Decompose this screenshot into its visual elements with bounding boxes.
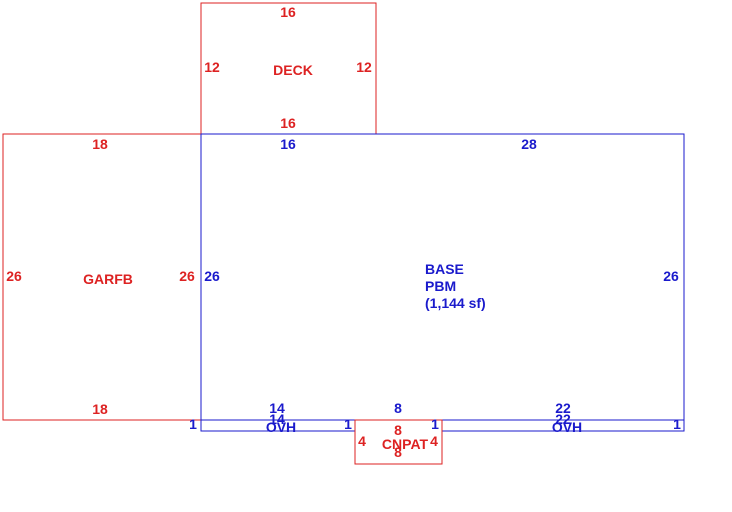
dim-deck-right: 12 — [356, 59, 372, 75]
dim-base-bottom-mid: 8 — [394, 400, 402, 416]
dim-ovh-left-end-right: 1 — [344, 416, 352, 432]
base-area: (1,144 sf) — [425, 295, 486, 311]
dim-base-bottom-right: 22 — [555, 400, 571, 416]
dim-garfb-left: 26 — [6, 268, 22, 284]
base-outline — [200, 133, 685, 421]
dim-ovh-left-end-left: 1 — [189, 416, 197, 432]
dim-cnpat-top: 8 — [394, 422, 402, 438]
ovh-right-label: OVH — [552, 419, 582, 435]
dim-base-left: 26 — [204, 268, 220, 284]
dim-base-top-right: 28 — [521, 136, 537, 152]
dim-ovh-right-end-right: 1 — [673, 416, 681, 432]
cnpat-outline — [354, 419, 443, 465]
dim-base-bottom-left: 14 — [269, 400, 285, 416]
dim-base-top-left: 16 — [280, 136, 296, 152]
dim-cnpat-right: 4 — [430, 433, 438, 449]
dim-garfb-bottom: 18 — [92, 401, 108, 417]
dim-deck-left: 12 — [204, 59, 220, 75]
dim-deck-bottom: 16 — [280, 115, 296, 131]
dim-deck-top: 16 — [280, 4, 296, 20]
cnpat-label: CNPAT — [382, 436, 429, 452]
dim-ovh-right-end-left: 1 — [431, 416, 439, 432]
dim-garfb-right: 26 — [179, 268, 195, 284]
dim-ovh-right-top: 22 — [555, 411, 571, 427]
ovh-left-label: OVH — [266, 419, 296, 435]
dim-cnpat-bottom: 8 — [394, 444, 402, 460]
garfb-label: GARFB — [83, 271, 133, 287]
dim-cnpat-left: 4 — [358, 433, 366, 449]
base-sublabel: PBM — [425, 278, 456, 294]
dim-ovh-left-top: 14 — [269, 411, 285, 427]
deck-label: DECK — [273, 62, 313, 78]
dim-base-right: 26 — [663, 268, 679, 284]
base-label: BASE — [425, 261, 464, 277]
dim-garfb-top: 18 — [92, 136, 108, 152]
